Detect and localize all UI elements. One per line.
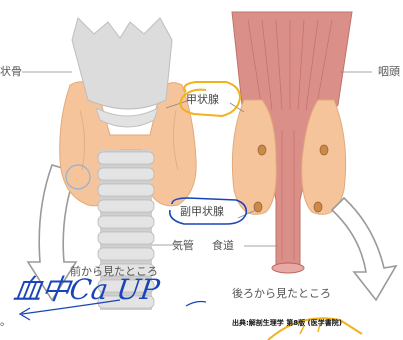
thyroid-back-left: [232, 100, 276, 214]
label-thyroid: 甲状腺: [186, 94, 219, 105]
label-back-view: 後ろから見たところ: [232, 288, 331, 299]
label-thyroid-cartilage: 状骨: [0, 66, 22, 77]
back-arrow: [332, 198, 396, 300]
label-parathyroid: 副甲状腺: [180, 206, 224, 217]
handwritten-note: 血中Ca UP: [11, 268, 162, 308]
label-trachea: 気管: [172, 240, 194, 251]
label-pharynx: 咽頭: [378, 66, 400, 77]
source-citation: 出典:解剖生理学 第8版 (医学書院): [232, 318, 342, 328]
thyroid-cartilage: [72, 18, 172, 109]
label-esophagus: 食道: [212, 240, 234, 251]
label-dot: 。: [0, 316, 11, 327]
